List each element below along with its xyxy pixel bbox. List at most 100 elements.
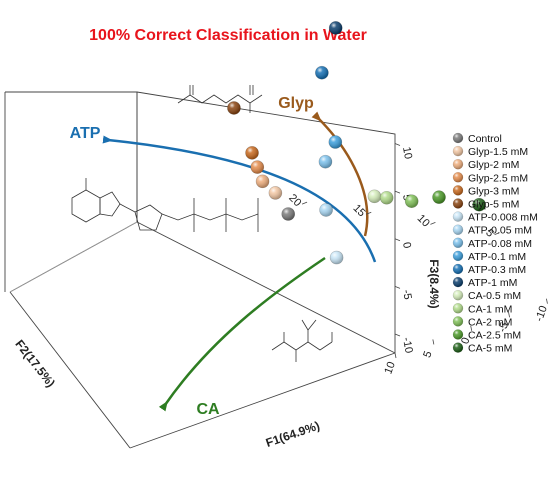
x-tick-label: -5 xyxy=(496,321,511,334)
x-tick-label: 5 xyxy=(421,349,434,359)
data-point-ca-0-5-mm xyxy=(367,189,382,204)
y-tick-mark xyxy=(494,232,500,235)
legend-label: ATP-0.08 mM xyxy=(468,238,532,250)
atp-trajectory-arrow xyxy=(102,135,377,263)
x-tick-mark xyxy=(394,352,397,359)
x-tick-mark xyxy=(546,298,548,304)
legend-entry: CA-1 mM xyxy=(452,303,512,315)
z-tick-mark xyxy=(394,190,401,194)
x-tick-mark xyxy=(508,312,510,318)
data-point-atp-1-mm xyxy=(328,21,343,35)
legend-label: ATP-0.008 mM xyxy=(468,212,538,224)
y-tick-label: 20 xyxy=(286,192,303,209)
legend-entry: CA-5 mM xyxy=(452,342,512,355)
box-floor-back-edge xyxy=(136,221,396,354)
legend-entry: CA-2 mM xyxy=(452,316,512,328)
legend-label: CA-0.5 mM xyxy=(468,290,521,302)
legend-entry: ATP-0.3 mM xyxy=(452,263,526,276)
citrate-structure xyxy=(271,319,333,362)
box-floor-right-edge xyxy=(129,352,396,449)
x-tick-label: 0 xyxy=(459,336,472,346)
z-axis-label: F3(8.4%) xyxy=(427,259,441,308)
legend-entry: Glyp-1.5 mM xyxy=(452,145,528,158)
legend-entry: ATP-0.008 mM xyxy=(452,211,538,224)
legend-label: Glyp-2.5 mM xyxy=(468,172,528,184)
box-back-left-wall xyxy=(5,91,138,293)
z-tick-label: -5 xyxy=(400,289,414,301)
legend-label: CA-5 mM xyxy=(468,343,512,355)
y-tick-mark xyxy=(430,222,436,225)
data-point-ca-2-mm xyxy=(404,194,419,208)
legend-label: ATP-1 mM xyxy=(468,277,517,289)
z-tick-mark xyxy=(394,143,401,146)
z-tick-mark xyxy=(394,333,401,337)
glyp-trajectory-arrow xyxy=(311,111,369,237)
legend-label: Glyp-2 mM xyxy=(468,159,519,171)
legend-entry: CA-2.5 mM xyxy=(452,329,521,342)
x-axis-label: F1(64.9%) xyxy=(264,418,322,449)
glyphosate-structure xyxy=(177,85,263,113)
data-point-atp-0-008-mm xyxy=(329,250,344,265)
legend-label: Control xyxy=(468,133,502,145)
data-point-ca-5-mm xyxy=(472,197,486,212)
data-point-ca-2-5-mm xyxy=(432,190,446,204)
plot-box xyxy=(4,91,396,449)
ca-label: CA xyxy=(196,401,220,418)
y-tick-label: 15 xyxy=(350,202,367,219)
legend-entry: CA-0.5 mM xyxy=(452,289,521,302)
y-tick-mark xyxy=(301,201,308,205)
legend-entry: ATP-0.08 mM xyxy=(452,237,532,250)
x-tick-mark xyxy=(432,339,435,345)
legend-label: Glyp-3 mM xyxy=(468,185,519,197)
legend-label: ATP-0.05 mM xyxy=(468,225,532,237)
z-tick-label: 0 xyxy=(400,241,413,249)
legend-entry: ATP-0.1 mM xyxy=(452,250,526,263)
data-point-glyp-2-mm xyxy=(255,174,270,189)
data-point-glyp-1-5-mm xyxy=(268,186,283,200)
legend-entry: Glyp-2 mM xyxy=(452,158,519,171)
data-point-glyp-2-5-mm xyxy=(250,160,265,174)
y-tick-mark xyxy=(366,211,372,215)
legend-entry: Glyp-3 mM xyxy=(452,185,519,197)
x-tick-label: -10 xyxy=(533,304,550,323)
data-point-atp-0-05-mm xyxy=(319,203,333,217)
legend-entry: Glyp-2.5 mM xyxy=(452,172,528,184)
legend-label: ATP-0.1 mM xyxy=(468,251,526,263)
legend-label: CA-2 mM xyxy=(468,316,512,328)
atp-label: ATP xyxy=(70,125,101,142)
legend-label: Glyp-1.5 mM xyxy=(468,146,528,158)
z-tick-mark xyxy=(394,238,401,242)
atp-structure xyxy=(71,178,259,232)
x-tick-mark xyxy=(470,325,473,331)
y-tick-label: 10 xyxy=(415,212,432,229)
data-point-glyp-3-mm xyxy=(245,146,259,160)
ca-trajectory-arrow xyxy=(158,256,326,412)
box-back-right-wall xyxy=(136,91,396,353)
x-tick-label: 10 xyxy=(382,360,397,376)
z-tick-mark xyxy=(394,285,401,289)
data-point-ca-1-mm xyxy=(379,190,394,205)
legend-label: CA-2.5 mM xyxy=(468,330,521,342)
legend-label: ATP-0.3 mM xyxy=(468,264,526,276)
glyp-label: Glyp xyxy=(278,95,314,112)
data-point-glyp-5-mm xyxy=(227,101,241,115)
z-tick-label: 10 xyxy=(400,146,414,160)
legend-entry: Control xyxy=(452,132,502,145)
z-tick-label: -10 xyxy=(400,336,415,354)
data-point-atp-0-1-mm xyxy=(328,135,343,149)
legend-entry: ATP-0.05 mM xyxy=(452,224,532,237)
legend-entry: ATP-1 mM xyxy=(452,276,517,289)
chart-title: 100% Correct Classification in Water xyxy=(89,27,367,44)
data-point-control xyxy=(281,207,296,221)
box-floor-left-edge xyxy=(9,291,131,449)
legend-entry: Glyp-5 mM xyxy=(452,198,519,211)
box-grid xyxy=(9,221,138,293)
data-points xyxy=(227,21,486,265)
legend-label: Glyp-5 mM xyxy=(468,199,519,211)
legend-label: CA-1 mM xyxy=(468,303,512,315)
data-point-atp-0-08-mm xyxy=(318,154,333,169)
